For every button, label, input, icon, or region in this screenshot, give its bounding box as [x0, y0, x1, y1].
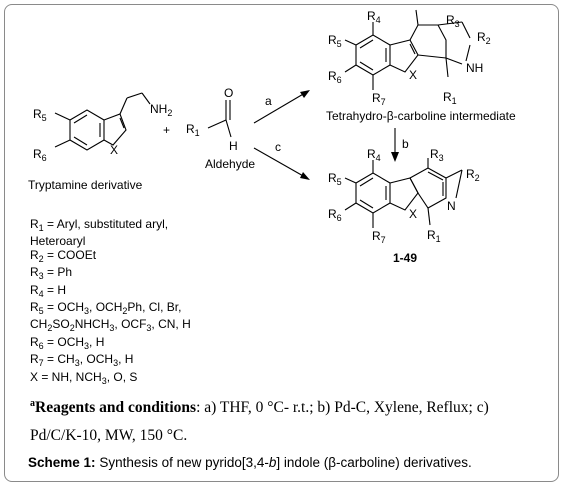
r4-label-prod: R4: [367, 147, 381, 163]
reaction-conditions: aReagents and conditions: a) THF, 0 °C- …: [30, 390, 550, 450]
r3-label-prod: R3: [430, 147, 444, 163]
o-label-aldehyde: O: [224, 86, 233, 100]
sub-r1: R1 = Aryl, substituted aryl,: [30, 217, 169, 233]
r2-label-prod: R2: [466, 167, 480, 183]
r3-label-int: R3: [446, 13, 460, 29]
figure-caption: Scheme 1: Synthesis of new pyrido[3,4-b]…: [28, 455, 472, 470]
r6-label-prod: R6: [328, 207, 342, 223]
x-label-prod: X: [409, 207, 417, 221]
plus-sign: +: [163, 123, 170, 137]
r4-label-int: R4: [367, 9, 381, 25]
r1-label-prod: R1: [427, 228, 441, 244]
r5-label-int: R5: [328, 33, 342, 49]
x-label-int: X: [409, 68, 417, 82]
r5-label-prod: R5: [328, 171, 342, 187]
sub-r7: R7 = CH3, OCH3, H: [30, 352, 134, 369]
sub-r5: R5 = OCH3, OCH2Ph, Cl, Br,: [30, 300, 182, 317]
nh-label-int: NH: [466, 61, 483, 75]
compound-number: 1-49: [393, 251, 417, 265]
tryptamine-label: Tryptamine derivative: [28, 178, 143, 192]
arrow-c-label: c: [275, 140, 281, 154]
arrow-b-label: b: [402, 137, 409, 151]
arrow-b: [391, 128, 399, 162]
conditions-line-2: Pd/C/K-10, MW, 150 °C.: [30, 427, 188, 445]
intermediate-label: Tetrahydro-β-carboline intermediate: [326, 109, 516, 123]
arrow-a: [253, 90, 310, 124]
sub-x: X = NH, NCH3, O, S: [30, 369, 138, 386]
arrow-c: [253, 147, 310, 180]
conditions-text-1: : a) THF, 0 °C- r.t.; b) Pd-C, Xylene, R…: [196, 399, 489, 417]
intermediate-structure: [344, 9, 463, 90]
intermediate-ring-bonds: [445, 21, 471, 65]
sub-r1-cont: Heteroaryl: [30, 234, 86, 249]
sub-r4: R4 = H: [30, 282, 67, 299]
caption-text: Synthesis of new pyrido[3,4-: [99, 455, 269, 470]
r6-label-tryptamine: R6: [33, 147, 47, 163]
caption-label: Scheme 1:: [28, 455, 96, 470]
product-structure: [344, 158, 463, 228]
r2-label-int: R2: [477, 30, 491, 46]
substituent-list: R1 = Aryl, substituted aryl, Heteroaryl …: [30, 217, 191, 388]
conditions-line-1: aReagents and conditions: a) THF, 0 °C- …: [30, 398, 489, 417]
tryptamine-structure: [54, 92, 151, 151]
h-label-aldehyde: H: [229, 139, 238, 153]
sub-r3: R3 = Ph: [30, 265, 73, 282]
x-label-tryptamine: X: [110, 143, 118, 157]
figure-frame: [4, 4, 559, 482]
conditions-heading: Reagents and conditions: [35, 399, 197, 417]
r1-label-aldehyde: R1: [186, 122, 200, 138]
r1-label-int: R1: [443, 90, 457, 106]
sub-r6: R6 = OCH3, H: [30, 334, 105, 351]
aldehyde-label: Aldehyde: [205, 157, 255, 171]
aldehyde-structure: [207, 100, 232, 138]
product-n-bonds: [455, 169, 463, 199]
r7-label-int: R7: [372, 91, 386, 107]
caption-italic: b: [268, 455, 277, 470]
r5-label-tryptamine: R5: [33, 107, 47, 123]
arrow-a-label: a: [265, 94, 272, 108]
r7-label-prod: R7: [372, 229, 386, 245]
r6-label-int: R6: [328, 69, 342, 85]
sub-r2: R2 = COOEt: [30, 247, 97, 264]
n-label-prod: N: [447, 199, 456, 213]
sub-r5-cont: CH2SO2NHCH3, OCF3, CN, H: [30, 317, 191, 334]
nh2-label: NH2: [150, 102, 172, 118]
caption-text-end: ] indole (β-carboline) derivatives.: [276, 455, 472, 470]
